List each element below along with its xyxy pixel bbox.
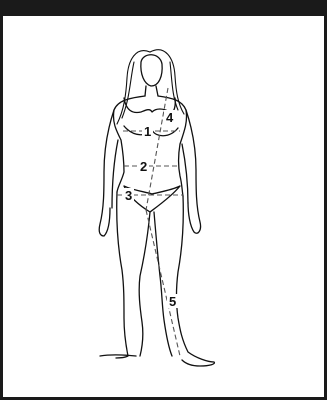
arm-left (99, 110, 118, 236)
measurement-label-4: 4 (166, 110, 174, 125)
measurement-label-1: 1 (144, 124, 151, 139)
measurement-label-2: 2 (140, 159, 147, 174)
measurement-line-5 (146, 210, 180, 356)
measurement-label-3: 3 (125, 188, 132, 203)
ground-shadow (100, 355, 136, 356)
leg-left (116, 192, 150, 358)
measurement-labels: 1 2 3 4 5 (123, 110, 178, 309)
figure-outline (99, 50, 214, 366)
measurement-line-4 (146, 88, 168, 210)
measurement-label-5: 5 (169, 294, 176, 309)
hair-right (150, 50, 184, 114)
neck (145, 86, 158, 96)
face (141, 55, 162, 86)
hair-left (117, 51, 150, 124)
